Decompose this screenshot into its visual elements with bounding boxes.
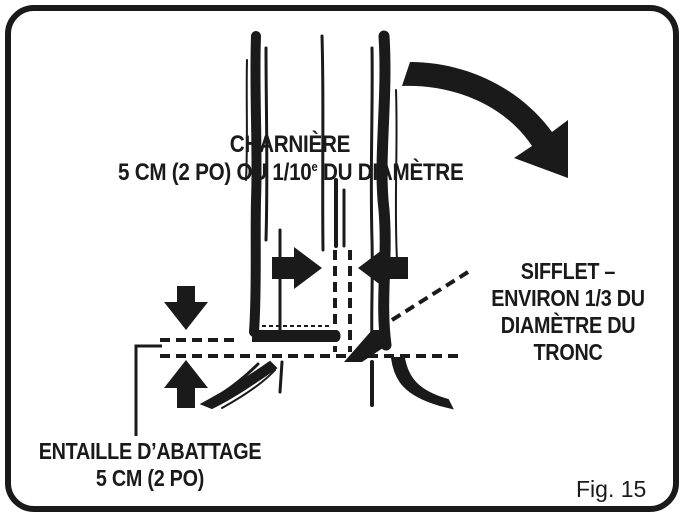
hinge-label-line2-main: 5 CM (2 PO) OU 1/10 [118, 159, 312, 187]
trunk-left-bark [249, 31, 262, 337]
hinge-label-line1: CHARNIÈRE [229, 131, 351, 158]
figure-caption: Fig. 15 [576, 476, 647, 502]
fall-direction-arrow-icon [402, 62, 568, 178]
hinge-label-line2-tail: DU DIAMÈTRE [317, 159, 464, 187]
felling-notch-label: ENTAILLE D’ABATTAGE 5 CM (2 PO) [21, 438, 279, 492]
tree-trunk [245, 30, 398, 351]
trunk-left-bark-streak [264, 46, 269, 242]
whistle-label-line4: TRONC [533, 339, 603, 366]
trunk-right-bark-streak [369, 46, 374, 347]
trunk-inner-right [320, 34, 325, 252]
tree-stump [199, 357, 454, 410]
arrow-up-icon [164, 360, 208, 408]
felling-notch-leader [134, 344, 162, 436]
arrow-right-icon [272, 247, 322, 289]
stump-inner [278, 360, 284, 394]
stump-left-root-3 [221, 369, 276, 409]
arrow-left-icon [358, 247, 408, 289]
stump-left-root [199, 360, 278, 410]
hinge-label: CHARNIÈRE 5 CM (2 PO) OU 1/10e DU DIAMÈT… [118, 131, 464, 188]
trunk-left-bark-streak-2 [245, 59, 248, 181]
whistle-label-line1: SIFFLET – [520, 258, 616, 284]
stump-left-root-2 [206, 362, 260, 404]
guide-lines [160, 250, 470, 358]
trunk-right-bark [376, 30, 392, 351]
whistle-label: SIFFLET – ENVIRON 1/3 DU DIAMÈTRE DU TRO… [482, 258, 654, 367]
arrow-down-icon [164, 286, 208, 330]
trunk-right-bark-streak-2 [394, 89, 398, 261]
whistle-label-line3: DIAMÈTRE DU [500, 312, 636, 339]
hinge-label-superscript: e [311, 159, 318, 175]
felling-notch-label-line2: 5 CM (2 PO) [95, 465, 205, 492]
hinge-label-line2: 5 CM (2 PO) OU 1/10e DU DIAMÈTRE [118, 159, 464, 187]
whistle-label-line2: ENVIRON 1/3 DU [491, 285, 645, 312]
stump-right-flare [390, 357, 454, 410]
felling-notch [252, 325, 341, 342]
felling-notch-ledge [252, 330, 341, 342]
felling-notch-label-line1: ENTAILLE D’ABATTAGE [38, 438, 262, 464]
